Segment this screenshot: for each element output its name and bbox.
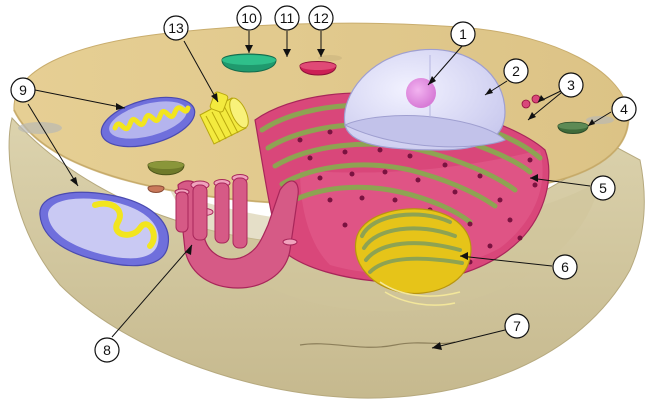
callout-10: 10: [236, 5, 262, 31]
callout-label: 13: [168, 20, 184, 36]
callout-13: 13: [163, 15, 189, 41]
callout-1: 1: [450, 21, 476, 47]
vacuole-cup-rim: [558, 122, 588, 130]
mitochondrion-bottom: [39, 191, 170, 267]
callout-5: 5: [590, 175, 616, 201]
callout-7: 7: [504, 313, 530, 339]
callout-label: 9: [19, 82, 27, 98]
callout-markers: 1 2 3 4 5 6 7 8: [10, 5, 637, 363]
callout-label: 12: [313, 10, 329, 26]
surface-pit: [318, 55, 342, 61]
smooth-endoplasmic-reticulum: [177, 180, 299, 289]
mitochondrion-top: [100, 96, 196, 148]
callout-12: 12: [308, 5, 334, 31]
callout-9: 9: [10, 77, 36, 103]
callout-8: 8: [94, 337, 120, 363]
callout-2: 2: [503, 58, 529, 84]
callout-label: 4: [620, 101, 628, 117]
callout-label: 10: [241, 10, 257, 26]
arrow-heads: [70, 45, 595, 350]
free-ribosomes: [521, 94, 541, 109]
callout-label: 3: [567, 77, 575, 93]
callout-3: 3: [558, 72, 584, 98]
surface-pit: [18, 122, 62, 134]
callout-label: 11: [280, 10, 295, 26]
peroxisome-rim: [148, 161, 184, 169]
centriole: [199, 91, 249, 145]
callout-label: 2: [512, 63, 520, 79]
callout-6: 6: [552, 254, 578, 280]
lysosome-rim: [300, 62, 336, 70]
callout-label: 7: [513, 318, 521, 334]
callout-11: 11: [274, 5, 300, 31]
nucleolus: [406, 78, 436, 108]
callout-label: 6: [561, 259, 569, 275]
nucleus: [343, 48, 506, 151]
smooth-er-tubes: [175, 177, 248, 249]
small-vesicle: [147, 185, 165, 193]
secretory-vesicle-rim: [222, 55, 276, 65]
golgi-apparatus: [354, 208, 472, 306]
callout-label: 1: [459, 26, 467, 42]
callout-label: 5: [599, 180, 607, 196]
callout-label: 8: [103, 342, 111, 358]
callout-4: 4: [611, 96, 637, 122]
